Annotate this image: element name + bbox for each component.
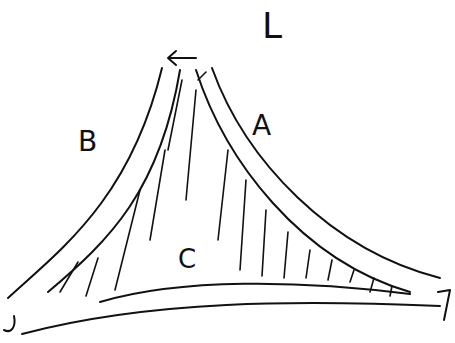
part-label: B <box>78 128 97 156</box>
hatch-line <box>60 262 78 292</box>
hatch-line <box>328 260 332 280</box>
hatch-line <box>306 250 310 278</box>
hatch-line <box>198 72 206 80</box>
hatch-line <box>218 150 228 240</box>
part-label: L <box>262 8 282 44</box>
left-band-inner <box>48 70 180 292</box>
hatch-line <box>86 258 98 296</box>
hatch-line <box>370 278 374 292</box>
hatch-line <box>168 80 182 150</box>
end-mark <box>4 316 15 331</box>
hatch-line <box>115 190 140 290</box>
hatch-line <box>390 286 392 296</box>
hatch-line <box>186 90 196 200</box>
bottom-band-outer <box>22 303 440 334</box>
direction-arrow <box>168 51 196 65</box>
end-mark <box>438 290 450 320</box>
hatch-line <box>262 210 266 276</box>
bottom-band-inner <box>100 284 410 302</box>
hatch-line <box>284 232 288 278</box>
hatch-line <box>350 270 354 282</box>
hatch-line <box>150 150 165 240</box>
left-band-outer <box>8 68 162 298</box>
hatching <box>60 72 392 296</box>
right-band-outer <box>212 68 440 278</box>
part-label: A <box>252 112 271 140</box>
hatch-line <box>240 180 246 270</box>
part-label: C <box>178 246 196 272</box>
